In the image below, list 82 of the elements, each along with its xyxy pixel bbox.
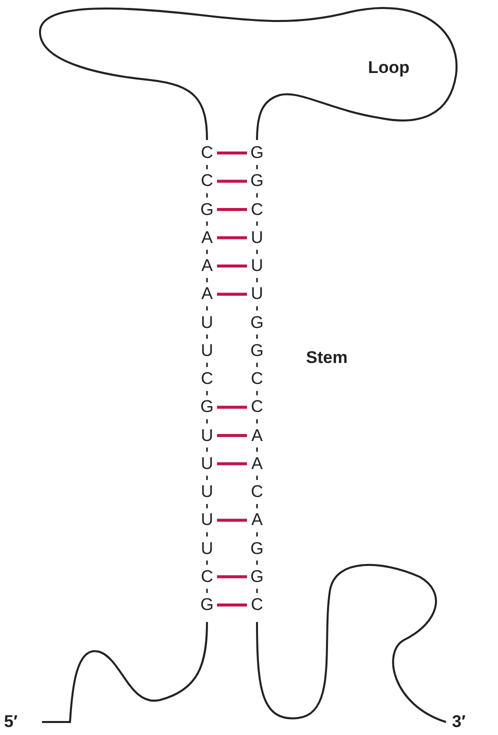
base-pair-line (217, 434, 247, 437)
backbone-line (206, 250, 208, 254)
backbone-line (206, 391, 208, 396)
backbone-line (256, 193, 258, 198)
nucleotide-letter: U (249, 228, 265, 248)
base-pair-line (217, 292, 247, 296)
nucleotide-letter: A (199, 256, 215, 276)
three-prime-end-label: 3′ (452, 712, 466, 732)
backbone-line (206, 306, 208, 310)
nucleotide-letter: A (249, 510, 265, 530)
stem-label: Stem (306, 348, 348, 368)
nucleotide-letter: U (249, 256, 265, 276)
nucleotide-letter: C (249, 397, 265, 418)
backbone-line (256, 532, 258, 536)
nucleotide-letter: U (199, 482, 215, 502)
nucleotide-letter: C (199, 143, 215, 163)
backbone-line (256, 306, 258, 310)
backbone-line (206, 504, 208, 508)
nucleotide-letter: G (249, 538, 265, 558)
nucleotide-letter: A (249, 454, 265, 474)
nucleotide-letter: A (199, 284, 215, 304)
backbone-line (256, 448, 258, 452)
loop-label: Loop (368, 58, 410, 78)
backbone-line (206, 419, 208, 424)
nucleotide-letter: U (199, 510, 215, 530)
nucleotide-letter: G (199, 595, 215, 615)
five-prime-end-label: 5′ (4, 712, 18, 732)
backbone-line (206, 278, 208, 282)
backbone-line (206, 362, 208, 367)
base-pair-line (217, 462, 247, 466)
nucleotide-letter: U (199, 538, 215, 558)
backbone-line (256, 278, 258, 282)
backbone-line (206, 476, 208, 480)
nucleotide-letter: G (249, 340, 265, 361)
backbone-line (256, 250, 258, 254)
backbone-line (256, 334, 258, 339)
backbone-line (256, 165, 258, 170)
backbone-line (256, 391, 258, 396)
nucleotide-letter: C (249, 369, 265, 389)
nucleotide-letter: U (249, 284, 265, 304)
base-pair-line (217, 604, 247, 606)
nucleotide-letter: G (249, 171, 265, 192)
base-pair-line (217, 575, 247, 578)
nucleotide-letter: C (249, 595, 265, 615)
base-pair-line (217, 518, 247, 522)
backbone-line (256, 560, 258, 565)
nucleotide-letter: A (199, 228, 215, 248)
backbone-line (256, 419, 258, 424)
nucleotide-letter: A (249, 426, 265, 446)
base-pair-line (217, 152, 247, 154)
nucleotide-letter: C (249, 482, 265, 502)
nucleotide-letter: G (199, 200, 215, 220)
nucleotide-letter: U (199, 426, 215, 446)
backbone-line (256, 476, 258, 480)
backbone-line (206, 588, 208, 593)
backbone-line (206, 222, 208, 226)
backbone-line (256, 362, 258, 367)
backbone-line (206, 334, 208, 339)
base-pair-line (217, 406, 247, 409)
backbone-line (256, 588, 258, 593)
base-pair-line (217, 180, 247, 183)
nucleotide-letter: C (249, 200, 265, 220)
backbone-line (256, 504, 258, 508)
backbone-line (256, 222, 258, 226)
nucleotide-letter: G (249, 312, 265, 332)
backbone-line (206, 448, 208, 452)
nucleotide-letter: G (249, 566, 265, 587)
nucleotide-letter: G (199, 397, 215, 418)
nucleotide-letter: C (199, 566, 215, 587)
nucleotide-letter: U (199, 312, 215, 332)
base-pair-line (217, 264, 247, 268)
backbone-line (206, 165, 208, 170)
nucleotide-letter: C (199, 369, 215, 389)
backbone-line (206, 560, 208, 565)
nucleotide-letter: U (199, 340, 215, 361)
base-pair-line (217, 236, 247, 240)
backbone-line (206, 193, 208, 198)
base-pair-line (217, 208, 247, 211)
nucleotide-letter: G (249, 143, 265, 163)
backbone-line (206, 532, 208, 536)
nucleotide-letter: U (199, 454, 215, 474)
nucleotide-letter: C (199, 171, 215, 192)
